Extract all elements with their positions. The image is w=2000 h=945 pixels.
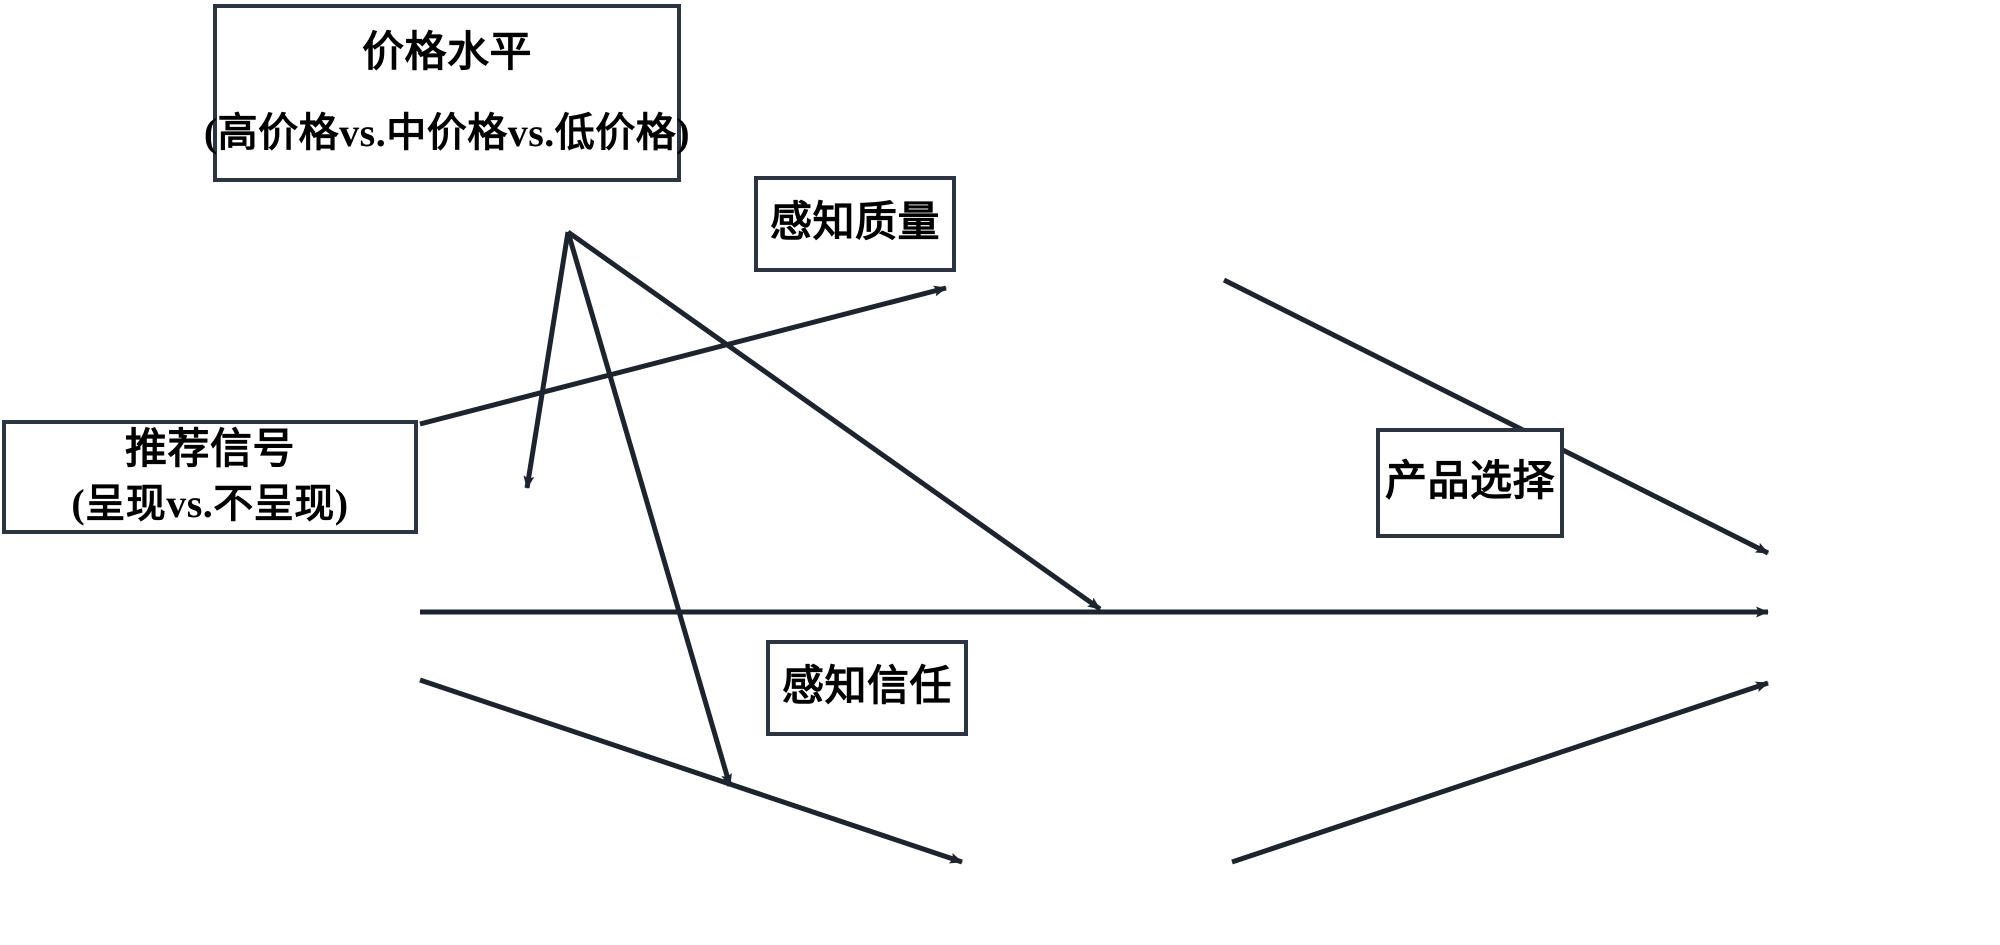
recommendation-signal-title: 推荐信号 xyxy=(124,426,295,473)
perceived-trust-node[interactable]: 感知信任 xyxy=(766,640,968,736)
perceived-trust-label: 感知信任 xyxy=(781,664,952,711)
edge-quality-to-choice xyxy=(1222,277,1770,556)
edge-price-moderates-choice-path xyxy=(566,229,1102,612)
edge-trust-to-choice xyxy=(1231,680,1769,865)
edge-recommend-to-trust xyxy=(419,677,963,865)
product-choice-label: 产品选择 xyxy=(1384,459,1555,506)
edge-price-moderates-quality-path xyxy=(523,231,571,489)
perceived-quality-node[interactable]: 感知质量 xyxy=(754,176,956,272)
product-choice-node[interactable]: 产品选择 xyxy=(1376,428,1564,538)
price-level-levels: (高价格vs.中价格vs.低价格) xyxy=(203,110,691,156)
edge-recommend-to-quality xyxy=(419,285,947,427)
edge-price-moderates-trust-path xyxy=(565,231,733,787)
perceived-quality-label: 感知质量 xyxy=(769,200,940,247)
price-level-node[interactable]: 价格水平 (高价格vs.中价格vs.低价格) xyxy=(204,4,690,182)
recommendation-signal-node[interactable]: 推荐信号 (呈现vs.不呈现) xyxy=(2,420,418,534)
recommendation-signal-levels: (呈现vs.不呈现) xyxy=(71,481,349,527)
price-level-title: 价格水平 xyxy=(361,29,532,76)
